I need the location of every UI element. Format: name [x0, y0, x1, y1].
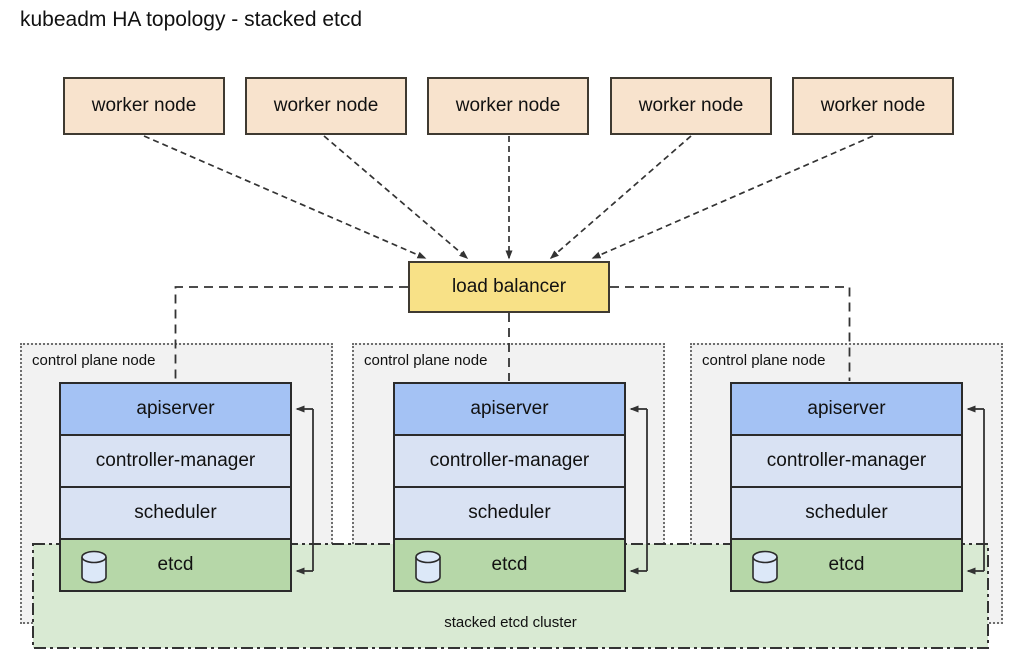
controller-manager-label: controller-manager	[95, 450, 256, 471]
apiserver-box: apiserver	[393, 382, 626, 436]
etcd-box: etcd	[393, 538, 626, 592]
scheduler-label: scheduler	[805, 502, 888, 523]
controller-manager-box: controller-manager	[730, 434, 963, 488]
apiserver-box: apiserver	[59, 382, 292, 436]
load-balancer-label: load balancer	[451, 276, 567, 297]
etcd-cluster-label: stacked etcd cluster	[444, 614, 577, 631]
worker-to-lb-arrow-2	[323, 135, 469, 259]
apiserver-box: apiserver	[730, 382, 963, 436]
load-balancer-box: load balancer	[408, 261, 610, 313]
worker-node-box-2: worker node	[245, 77, 407, 135]
worker-node-label: worker node	[638, 95, 744, 116]
apiserver-label: apiserver	[470, 398, 549, 419]
worker-node-label: worker node	[91, 95, 197, 116]
controller-manager-label: controller-manager	[766, 450, 927, 471]
worker-to-lb-arrow-4	[549, 135, 692, 259]
database-icon	[752, 550, 778, 584]
controller-manager-label: controller-manager	[429, 450, 590, 471]
worker-node-box-1: worker node	[63, 77, 225, 135]
scheduler-box: scheduler	[730, 486, 963, 540]
worker-node-label: worker node	[820, 95, 926, 116]
etcd-box: etcd	[59, 538, 292, 592]
worker-to-lb-arrow-5	[591, 135, 874, 259]
scheduler-label: scheduler	[468, 502, 551, 523]
apiserver-label: apiserver	[807, 398, 886, 419]
apiserver-label: apiserver	[136, 398, 215, 419]
scheduler-box: scheduler	[59, 486, 292, 540]
worker-to-lb-arrow-1	[143, 135, 427, 259]
scheduler-box: scheduler	[393, 486, 626, 540]
etcd-box: etcd	[730, 538, 963, 592]
worker-node-box-4: worker node	[610, 77, 772, 135]
control-plane-node-label: control plane node	[32, 352, 156, 369]
worker-node-box-5: worker node	[792, 77, 954, 135]
page-title: kubeadm HA topology - stacked etcd	[20, 8, 363, 31]
etcd-label: etcd	[828, 554, 865, 575]
control-plane-node-label: control plane node	[364, 352, 488, 369]
worker-node-label: worker node	[273, 95, 379, 116]
database-icon	[81, 550, 107, 584]
etcd-label: etcd	[157, 554, 194, 575]
scheduler-label: scheduler	[134, 502, 217, 523]
etcd-label: etcd	[491, 554, 528, 575]
component-stack-2: apiserver controller-manager scheduler e…	[393, 382, 626, 592]
worker-node-box-3: worker node	[427, 77, 589, 135]
component-stack-1: apiserver controller-manager scheduler e…	[59, 382, 292, 592]
controller-manager-box: controller-manager	[59, 434, 292, 488]
database-icon	[415, 550, 441, 584]
controller-manager-box: controller-manager	[393, 434, 626, 488]
control-plane-node-label: control plane node	[702, 352, 826, 369]
component-stack-3: apiserver controller-manager scheduler e…	[730, 382, 963, 592]
worker-node-label: worker node	[455, 95, 561, 116]
